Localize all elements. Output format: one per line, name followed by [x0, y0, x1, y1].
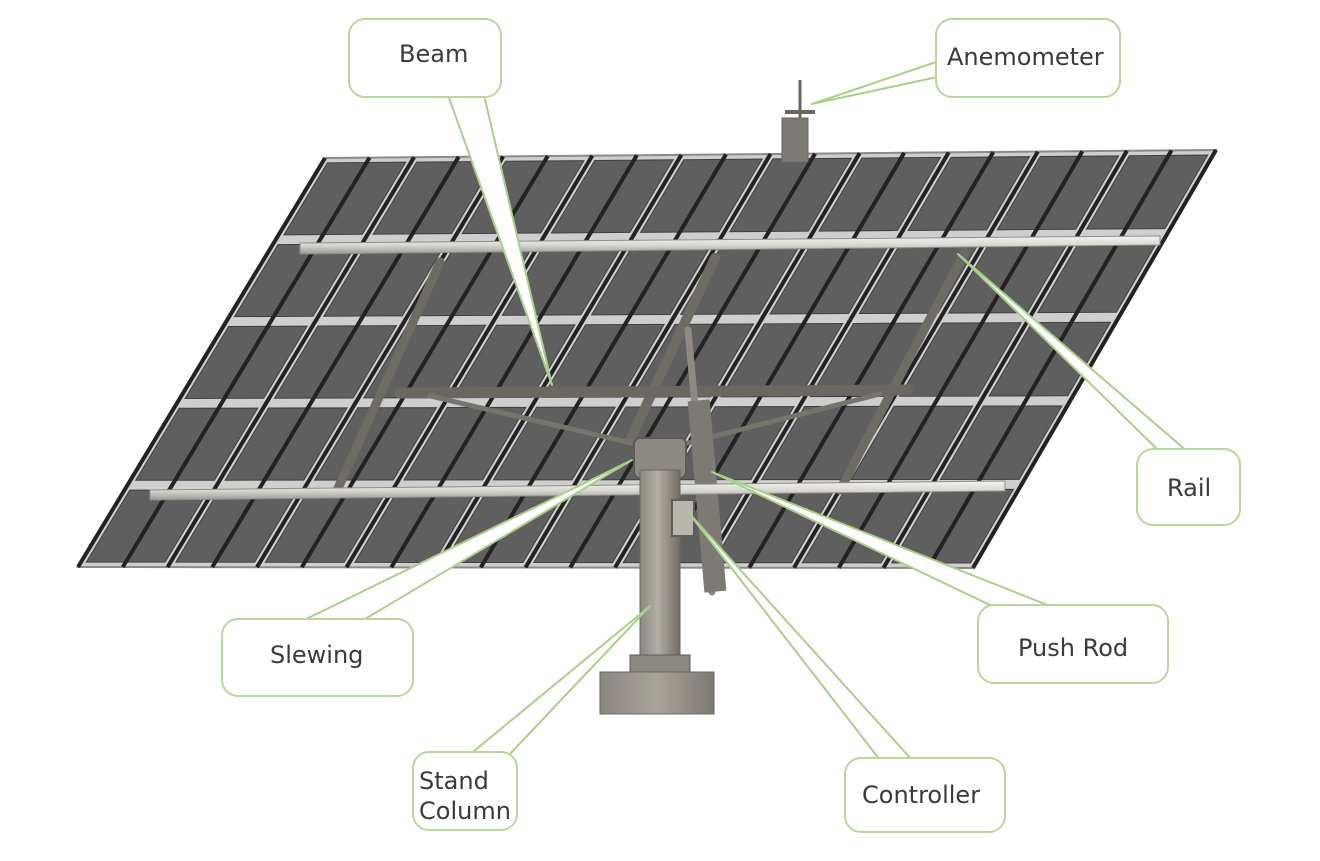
push-rod-label: Push Rod [1018, 634, 1128, 662]
beam-callout-box [348, 18, 502, 98]
panel-rib [971, 148, 1218, 570]
truss-left [427, 393, 643, 448]
rail-callout-box [1136, 448, 1241, 526]
beam-callout: Beam [348, 18, 502, 98]
panel-array [76, 148, 1218, 570]
beam-label: Beam [399, 40, 468, 68]
callouts: Beam Anemometer Rail Push Rod Slewing St… [221, 18, 1241, 833]
slewing-label: Slewing [270, 641, 363, 669]
anemometer-leader [811, 59, 943, 105]
panel-rib [389, 154, 639, 569]
controller-label: Controller [862, 781, 980, 809]
panel-rib [479, 153, 728, 569]
anemometer-callout-box [935, 18, 1121, 98]
rail-callout: Rail [1136, 448, 1241, 526]
panel-rib [434, 153, 684, 569]
brace-mid-upper [625, 253, 720, 445]
slewing-callout-box [221, 618, 414, 697]
controller-callout: Controller [844, 757, 1006, 833]
anemometer-bracket [781, 117, 809, 163]
panel-rib [747, 150, 995, 569]
anemometer-label: Anemometer [947, 43, 1104, 71]
panel-rib [881, 149, 1129, 569]
brace-left-upper [330, 257, 445, 500]
stand-column-callout-box [412, 751, 518, 831]
truss-right [677, 391, 883, 448]
anemometer [781, 80, 815, 163]
anemometer-callout: Anemometer [935, 18, 1121, 98]
panel-rib [76, 156, 327, 569]
rail-label: Rail [1167, 474, 1211, 502]
stand-column [639, 469, 681, 663]
panel-rib [926, 149, 1174, 569]
push-rod-callout: Push Rod [977, 604, 1169, 684]
main-beam [394, 384, 914, 399]
leader-lines [299, 59, 1189, 761]
panel-rib [344, 154, 595, 569]
concrete-base [599, 671, 715, 715]
stand-column-label-line2: Column [419, 797, 511, 825]
slewing-callout: Slewing [221, 618, 414, 697]
push-rod-callout-box [977, 604, 1169, 684]
panel-rib [792, 150, 1040, 569]
controller-box [671, 499, 695, 537]
panel-rib [702, 151, 951, 569]
panel-rib [837, 150, 1085, 569]
stand-column-label-line1: Stand [419, 767, 489, 795]
stand-assembly [599, 437, 715, 715]
stand-column-callout: Stand Column [412, 751, 518, 831]
controller-callout-box [844, 757, 1006, 833]
brace-right-upper [835, 247, 970, 495]
